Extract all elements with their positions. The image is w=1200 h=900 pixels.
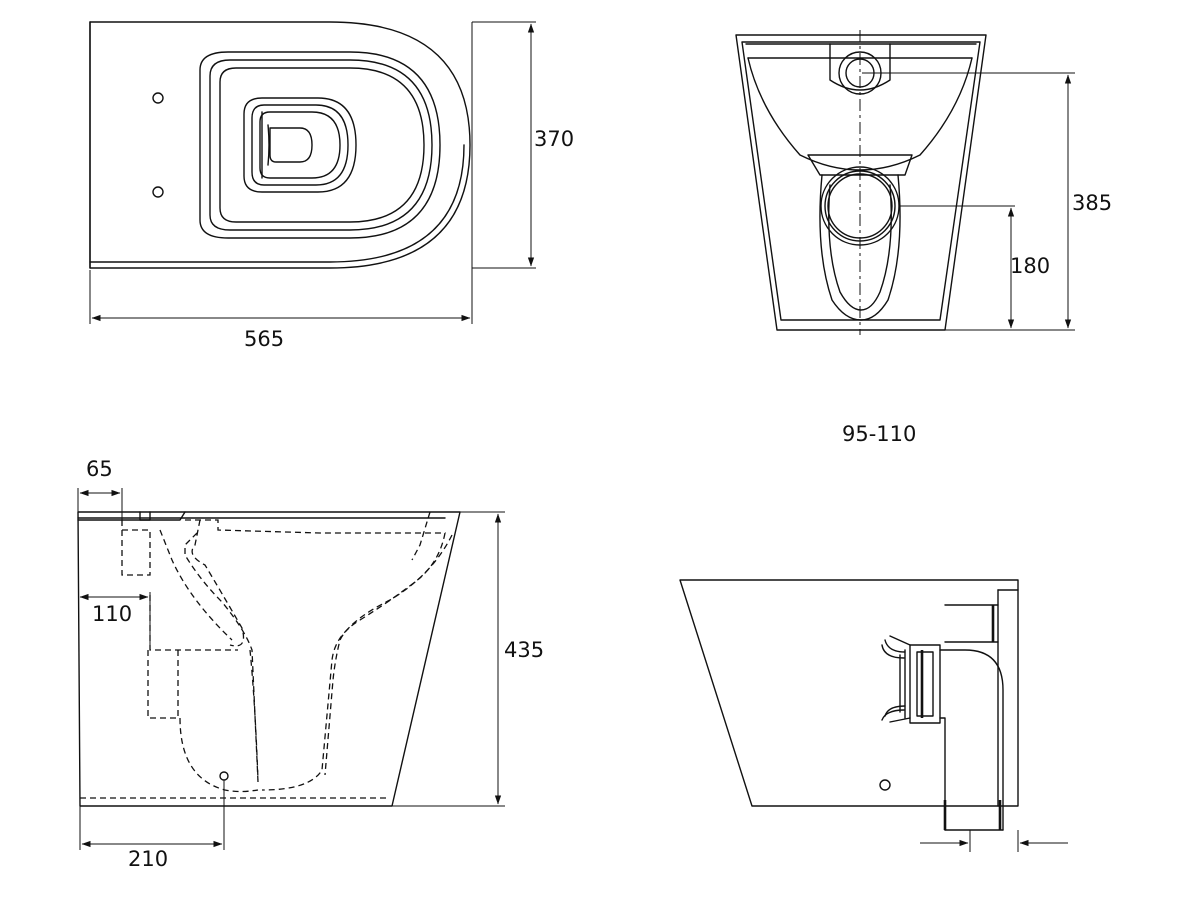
side-view: [77, 488, 505, 850]
dim-front-outlet-height: 180: [1010, 254, 1050, 278]
dim-side-height: 435: [504, 638, 544, 662]
dim-side-outlet-distance: 210: [128, 847, 168, 871]
dim-front-range: 95-110: [842, 422, 916, 446]
dim-side-inner-offset: 110: [92, 602, 132, 626]
dim-top-length: 565: [244, 327, 284, 351]
connection-detail-view: [679, 579, 1068, 852]
dim-top-width: 370: [534, 127, 574, 151]
top-view: [89, 21, 536, 324]
dim-front-height: 385: [1072, 191, 1112, 215]
dim-side-rear-offset: 65: [86, 457, 113, 481]
front-view: [735, 30, 1075, 335]
